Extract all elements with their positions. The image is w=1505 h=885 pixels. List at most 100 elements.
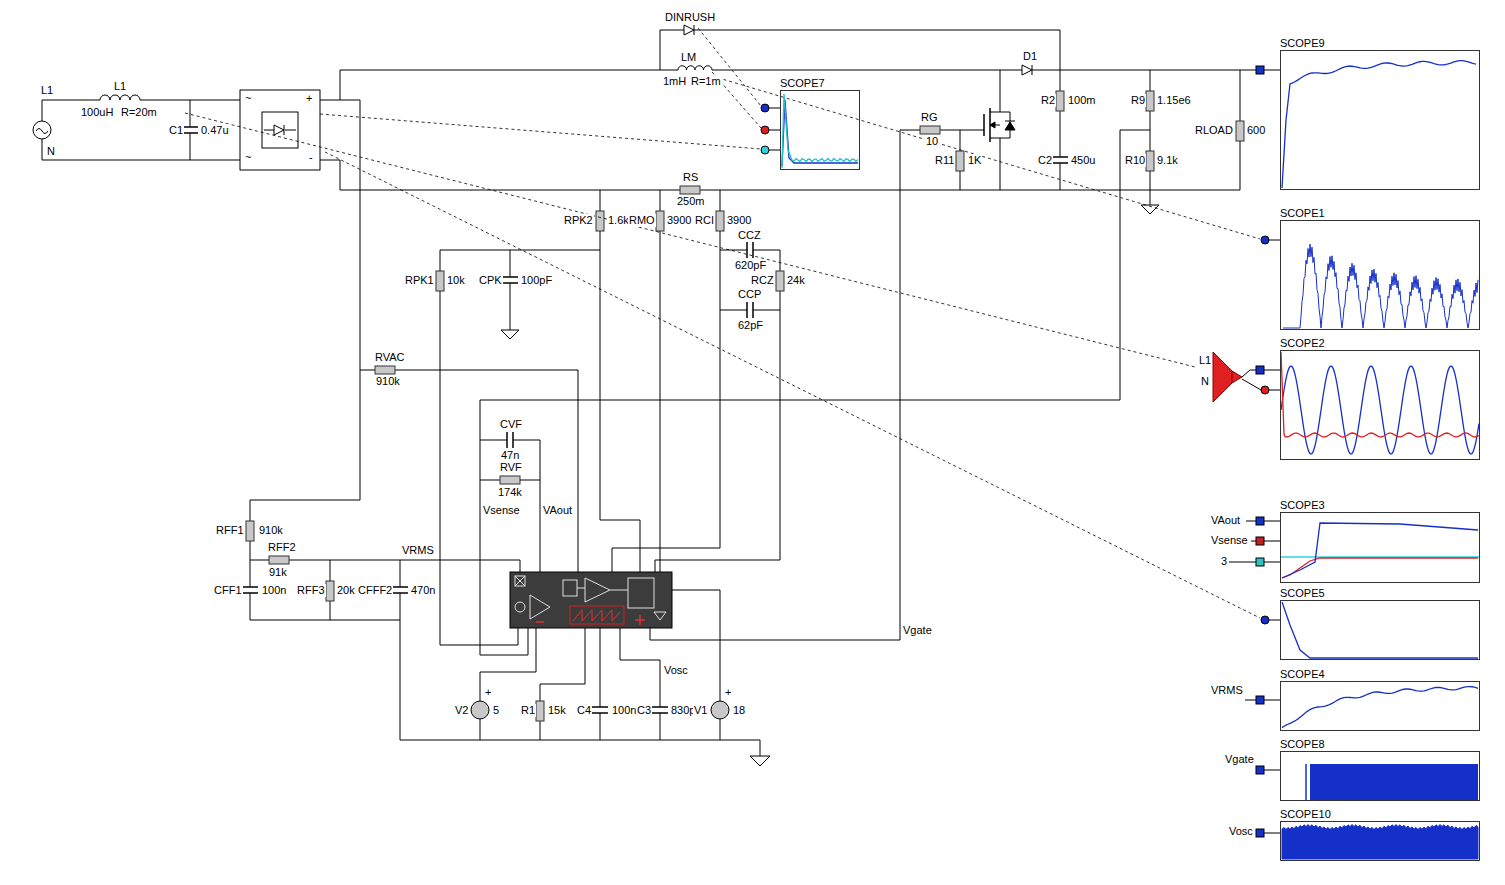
part-label: 3 (1220, 555, 1228, 568)
part-label: 18 (732, 704, 746, 717)
wire (660, 713, 661, 740)
wire (440, 250, 518, 645)
probe-dot (1261, 616, 1269, 624)
diode-symbol (284, 125, 285, 135)
scope-window: SCOPE5 (1280, 600, 1480, 660)
part-label: RFF2 (267, 541, 297, 554)
part-label: RCI (694, 214, 715, 227)
probe-dot (1261, 386, 1269, 394)
part-label: V1 (693, 704, 708, 717)
ic-detail (639, 615, 641, 625)
waveform (1282, 825, 1478, 859)
mosfet-symbol (983, 114, 985, 136)
wire (1242, 379, 1261, 390)
waveform (1282, 687, 1478, 728)
part-label: 5 (492, 704, 500, 717)
wire (480, 628, 536, 701)
capacitor-symbol (746, 302, 748, 318)
part-label: 10 (925, 135, 939, 148)
part-label: RPK1 (404, 274, 435, 287)
ic-detail (515, 576, 525, 586)
part-label: 3900 (666, 214, 692, 227)
ic-detail (628, 578, 654, 608)
part-label: 450u (1070, 154, 1096, 167)
wire (660, 30, 684, 70)
diode-symbol (684, 25, 694, 35)
capacitor-symbol (652, 706, 668, 708)
ic-detail (530, 595, 550, 619)
probe-line (325, 152, 1260, 618)
scope-window: SCOPE10 (1280, 821, 1480, 861)
part-label: CFF1 (213, 584, 243, 597)
wire (600, 628, 601, 707)
wire (480, 440, 507, 441)
wire (1264, 541, 1280, 542)
wire (990, 70, 1000, 112)
resistor-symbol (716, 211, 724, 231)
part-label: C4 (576, 704, 592, 717)
wire (753, 250, 780, 251)
part-label: 0.47u (200, 124, 230, 137)
ic-detail (515, 602, 525, 612)
voltage-source (471, 701, 489, 719)
ic-detail (515, 576, 525, 586)
scope-title: SCOPE7 (780, 77, 825, 90)
scope-port (1256, 829, 1264, 837)
wire (600, 713, 601, 740)
scope-port (1256, 66, 1264, 74)
wire (1060, 163, 1061, 190)
wire (660, 190, 661, 572)
capacitor-symbol (746, 242, 748, 258)
wire (1269, 240, 1280, 241)
scope-title: SCOPE4 (1280, 668, 1325, 681)
part-label: N (46, 145, 56, 158)
wire (1264, 562, 1280, 563)
part-label: 910k (375, 375, 401, 388)
part-label: L1 (40, 84, 54, 97)
part-label: RCZ (750, 274, 775, 287)
part-label: L1 (113, 80, 127, 93)
wire (513, 440, 540, 441)
wire (480, 130, 1150, 400)
wire (990, 138, 1000, 190)
scope-window: SCOPE7 (780, 90, 860, 170)
part-label: 10k (446, 274, 466, 287)
wire (540, 628, 585, 740)
scope-window: SCOPE8 (1280, 751, 1480, 801)
wire (769, 130, 780, 131)
part-label: RMO (628, 214, 656, 227)
capacitor-symbol (182, 132, 198, 134)
part-label: 100n (611, 704, 637, 717)
wire (655, 250, 780, 572)
wire (612, 190, 720, 572)
part-label: RPK2 (563, 214, 594, 227)
mosfet-symbol (990, 122, 995, 128)
probe-line (185, 113, 1195, 367)
wire (1264, 770, 1280, 771)
wire (250, 593, 400, 620)
part-label: VRMS (401, 544, 435, 557)
capacitor-symbol (1052, 162, 1068, 164)
wire (190, 100, 191, 127)
wire (264, 130, 274, 131)
voltage-source (711, 701, 729, 719)
probe-dot (1261, 236, 1269, 244)
part-label: 620pF (734, 259, 767, 272)
wire (600, 190, 640, 572)
part-label: CCZ (737, 229, 762, 242)
scope-port (1256, 517, 1264, 525)
part-label: R=1m (690, 75, 722, 88)
part-label: CVF (499, 418, 523, 431)
ic-detail (536, 621, 544, 623)
bridge-rectifier (262, 112, 298, 148)
part-label: R2 (1040, 94, 1056, 107)
part-label: D1 (1022, 50, 1038, 63)
ic-detail (654, 612, 666, 620)
part-label: RS (682, 171, 699, 184)
resistor-symbol (596, 211, 604, 231)
wire (360, 370, 578, 572)
wire (400, 560, 401, 587)
ic-detail (573, 610, 620, 621)
wire (1150, 70, 1151, 205)
wire (620, 628, 660, 707)
